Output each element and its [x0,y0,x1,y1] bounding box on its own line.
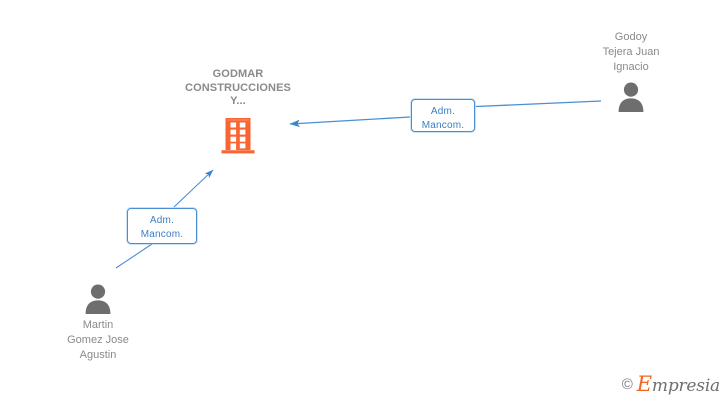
person-icon[interactable] [616,81,646,112]
watermark-initial: E [636,372,652,396]
copyright-icon: © [621,376,633,393]
person-node-martin[interactable]: Martin Gomez Jose Agustin [33,283,163,363]
relation-label-martin[interactable]: Adm. Mancom. [127,208,197,244]
watermark-wordmark: Empresia [637,374,720,395]
person-name-martin: Martin Gomez Jose Agustin [67,319,129,361]
edge-martin-to-chip [115,243,153,269]
edge-chip-to-company-godoy [289,116,411,128]
person-icon-wrapper-martin [33,283,163,314]
company-node[interactable]: GODMAR CONSTRUCCIONES Y... [168,68,308,156]
edge-chip-to-company-martin [173,169,214,208]
building-icon[interactable] [221,116,255,156]
person-icon-wrapper-godoy [566,81,696,112]
watermark: © Empresia [622,374,720,395]
relation-label-godoy[interactable]: Adm. Mancom. [411,99,475,132]
company-name-label: GODMAR CONSTRUCCIONES Y... [185,68,291,107]
watermark-rest: mpresia [651,376,720,396]
person-name-godoy: Godoy Tejera Juan Ignacio [602,31,660,73]
person-icon[interactable] [83,283,113,314]
person-node-godoy[interactable]: Godoy Tejera Juan Ignacio [566,30,696,112]
edge-godoy-to-chip [475,100,602,108]
company-icon-wrapper [168,116,308,156]
